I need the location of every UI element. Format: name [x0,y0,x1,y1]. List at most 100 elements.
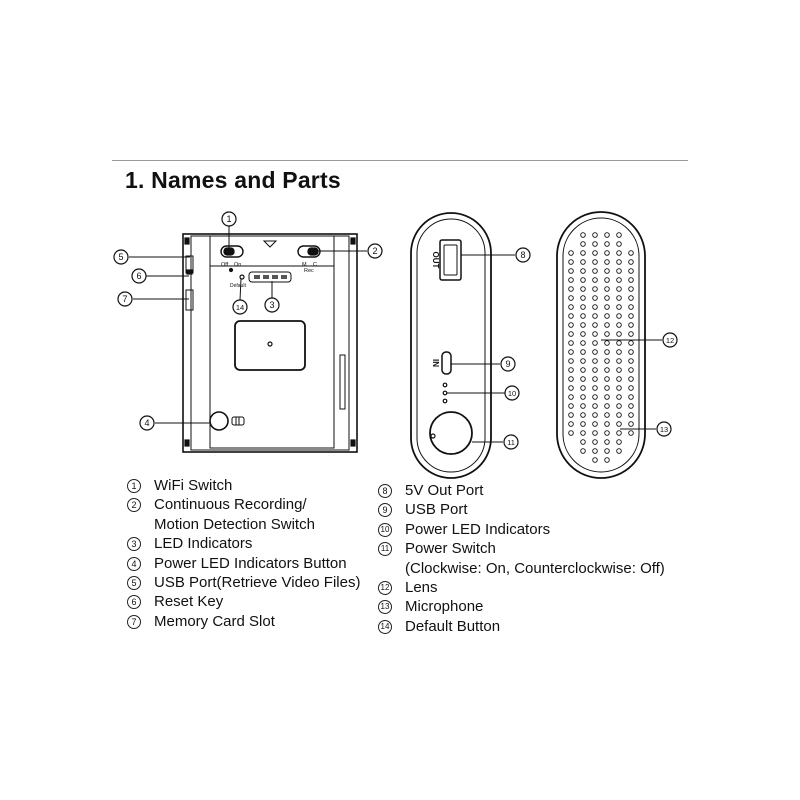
grille-hole [568,304,574,310]
grille-hole [592,385,598,391]
callout-10-num: 10 [508,389,516,398]
grille-hole [568,286,574,292]
grille-hole [616,331,622,337]
grille-hole [604,403,610,409]
lens-dot [267,341,273,347]
grille-hole [628,277,634,283]
out-port-label: OUT [431,252,440,269]
callout-2-num: 2 [372,246,377,256]
grille-hole [580,367,586,373]
grille-hole [604,412,610,418]
grille-hole [580,304,586,310]
lens-window [234,320,306,371]
power-bank-view: OUT IN [410,212,492,479]
grille-hole [580,322,586,328]
grille-hole [628,376,634,382]
grille-hole [628,250,634,256]
grille-hole [568,322,574,328]
legend-number: 8 [378,484,392,498]
grille-hole [628,349,634,355]
legend-label: Power Switch [405,540,496,558]
grille-hole [628,304,634,310]
grille-hole [592,259,598,265]
legend-number: 1 [127,479,141,493]
callout-14-num: 14 [236,303,244,312]
callout-10 [504,385,520,401]
rec-switch-m-label: M [302,262,307,268]
grille-hole [568,277,574,283]
usb-in-port [441,351,452,375]
grille-hole [568,367,574,373]
grille-hole [580,232,586,238]
callout-6-num: 6 [136,271,141,281]
legend-label: Continuous Recording/ [154,496,307,514]
callout-2 [367,243,383,259]
grille-hole [568,403,574,409]
led-indicator [281,275,287,279]
callout-8 [515,247,531,263]
wifi-switch-knob [223,247,235,256]
legend-label: Default Button [405,617,501,635]
legend-label: Power LED Indicators Button [154,554,347,572]
power-led-dot [442,390,448,396]
grille-hole [604,268,610,274]
grille-hole [592,286,598,292]
legend-number: 2 [127,498,141,513]
in-port-label: IN [431,359,440,367]
corner-mark [184,237,190,245]
legend-item: 14 Default Button [376,617,665,636]
grille-hole [580,286,586,292]
grille-inner [562,217,640,473]
grille-hole [604,241,610,247]
power-led-dot [442,398,448,404]
grille-hole [616,385,622,391]
wifi-switch [220,245,244,258]
grille-hole [568,376,574,382]
camera-back-view: Off On M C Rec Default [182,233,358,453]
grille-hole [592,241,598,247]
grille-hole [628,331,634,337]
grille-hole [580,331,586,337]
grille-hole [616,232,622,238]
legend-label: Lens [405,579,438,597]
grille-hole [592,304,598,310]
grille-hole [580,295,586,301]
grille-hole [592,430,598,436]
grille-hole [568,349,574,355]
callout-5-num: 5 [118,252,123,262]
grille-hole [568,385,574,391]
grille-hole [592,358,598,364]
grille-hole [568,394,574,400]
grille-hole [616,421,622,427]
callout-4-num: 4 [144,418,149,428]
grille-hole [604,313,610,319]
legend-number: 14 [378,619,392,634]
grille-hole [592,250,598,256]
grille-hole [616,286,622,292]
top-divider [112,160,688,161]
legend-number: 12 [378,581,392,596]
grille-hole [616,241,622,247]
grille-hole [568,313,574,319]
camera-body-outline [182,233,358,453]
out-port-inner [443,244,458,276]
grille-hole [616,448,622,454]
legend-label: USB Port [405,501,468,519]
grille-hole [604,358,610,364]
grille-hole [628,286,634,292]
grille-hole [592,412,598,418]
grille-hole [604,259,610,265]
callout-7 [117,291,133,307]
grille-hole [628,340,634,346]
grille-hole [568,412,574,418]
grille-hole [580,430,586,436]
grille-hole [616,268,622,274]
default-button-dot [239,274,245,280]
